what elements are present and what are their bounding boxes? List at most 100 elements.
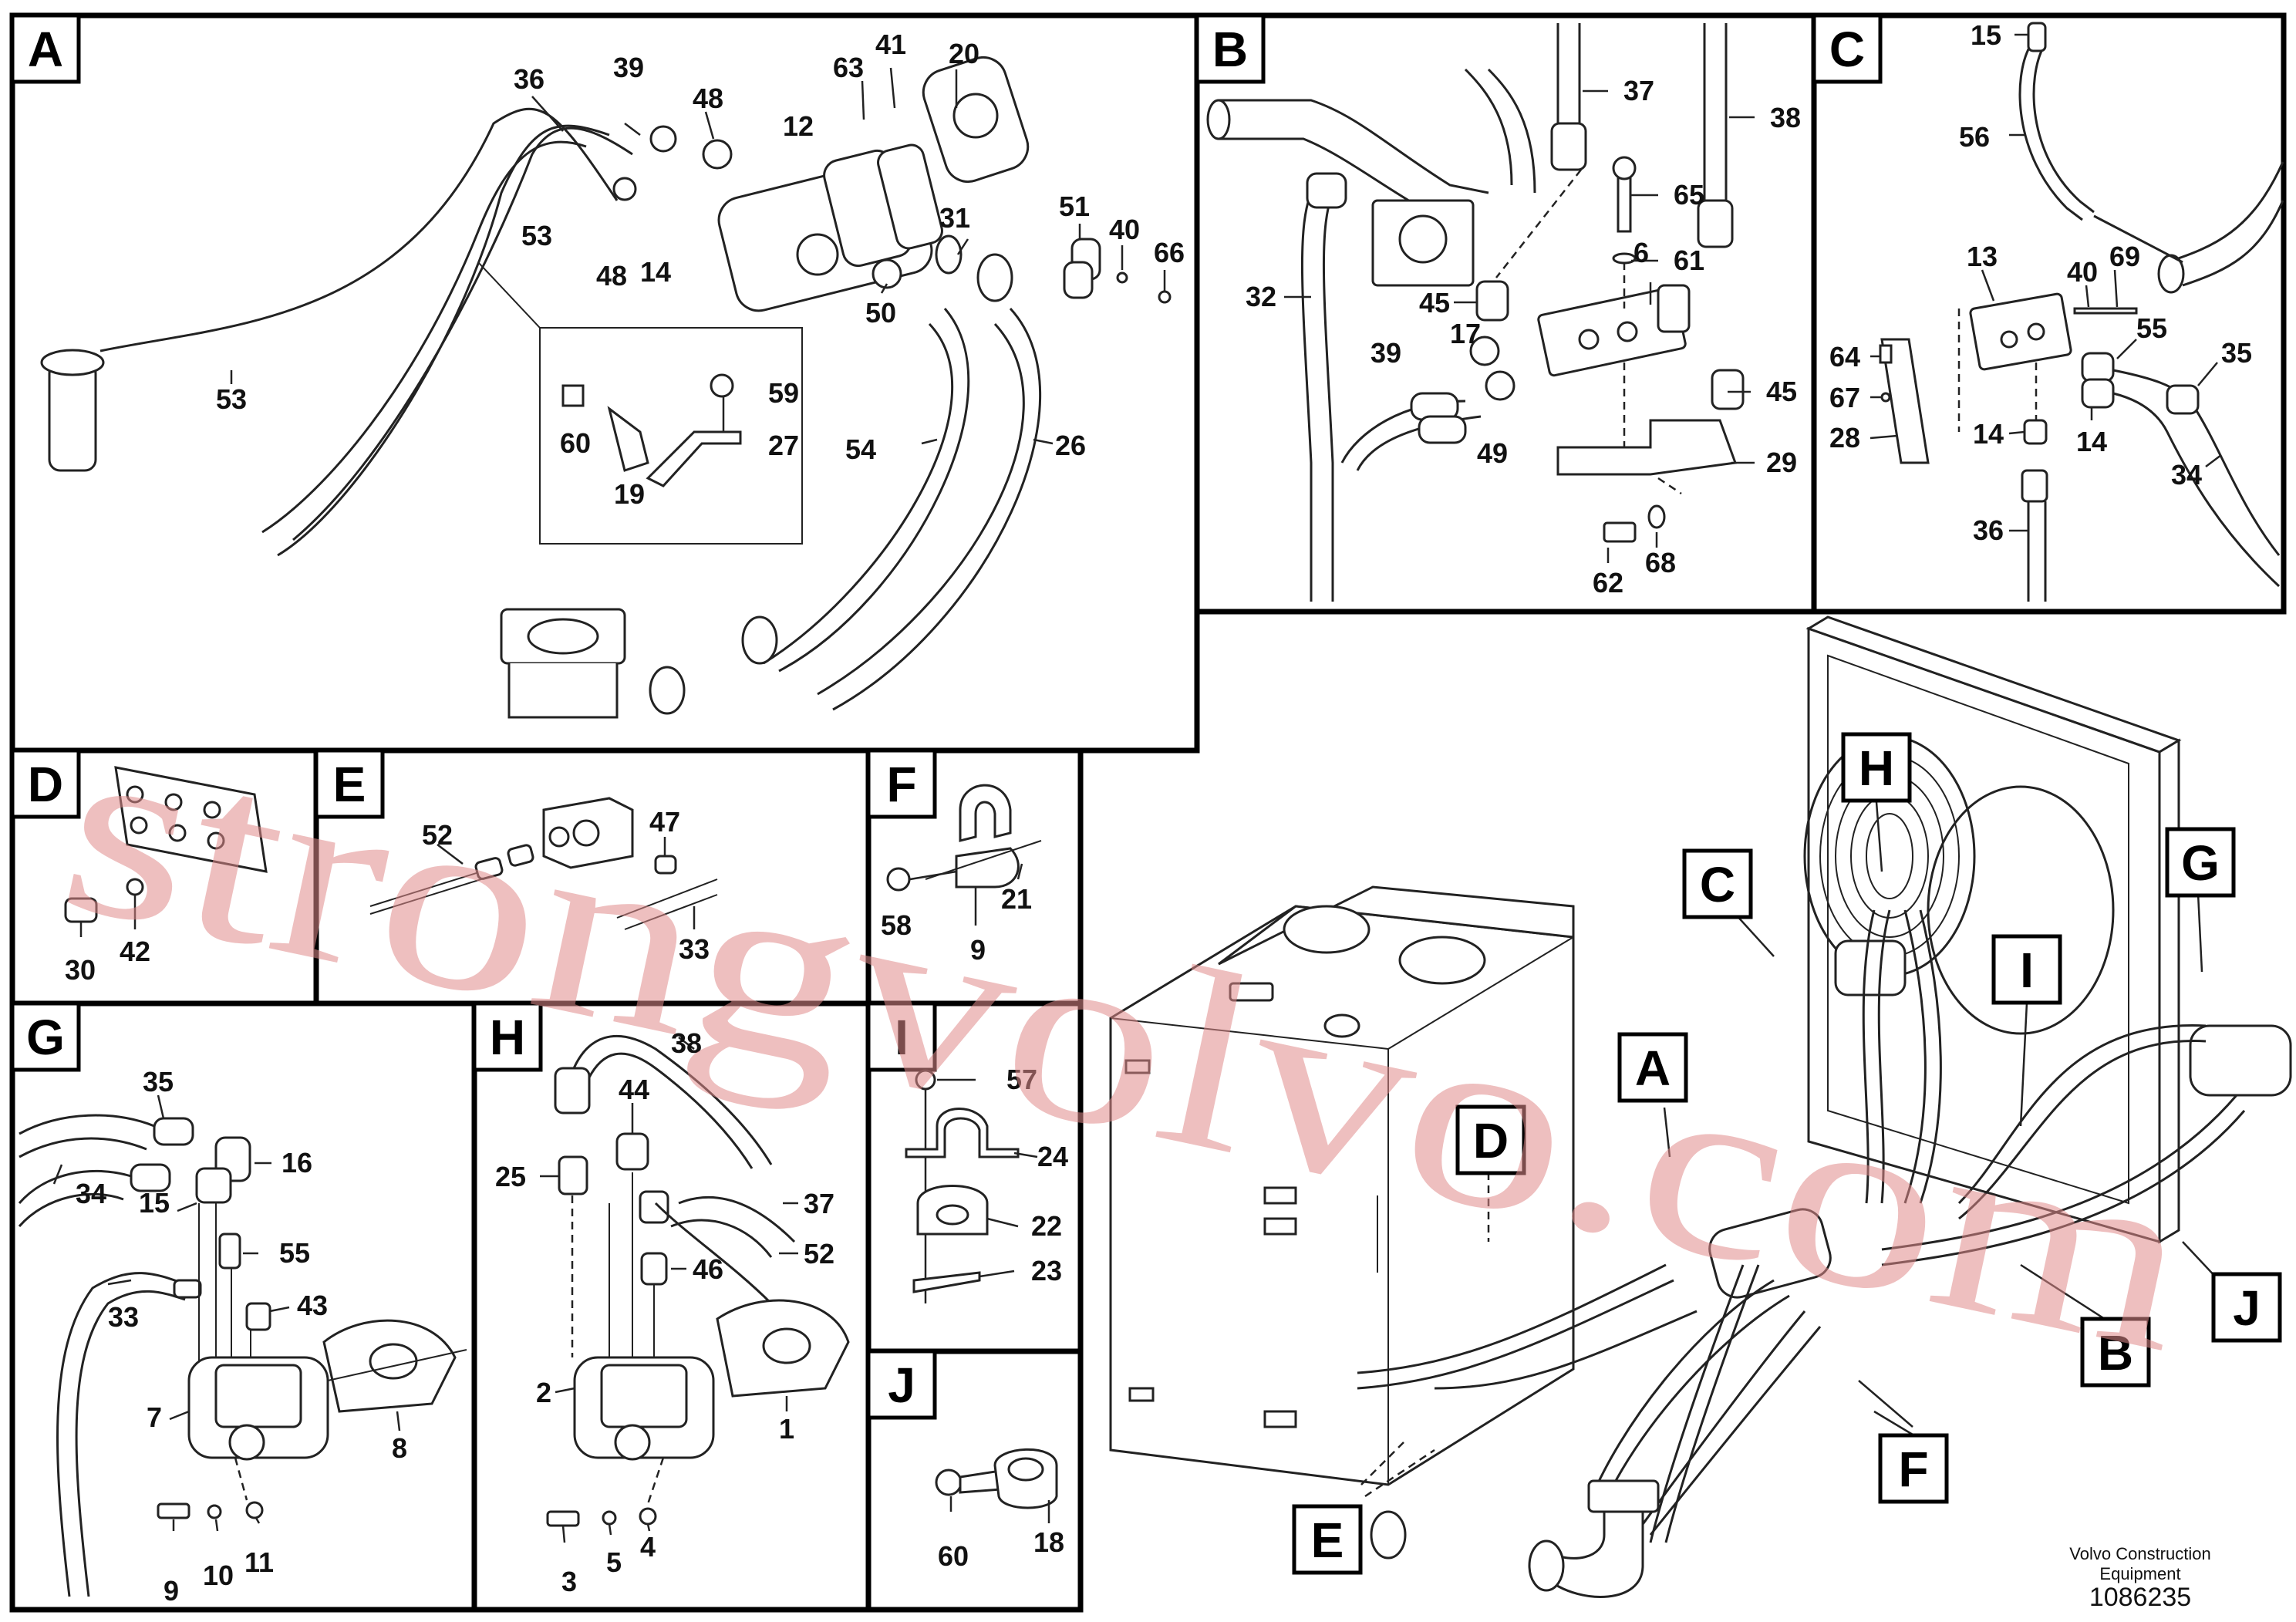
callout-j-18: 18 [1033,1526,1064,1558]
callout-a-51: 51 [1059,191,1090,222]
callout-j-60: 60 [938,1540,969,1572]
callout-d-42: 42 [120,936,150,967]
panel-c: C [1812,13,2284,602]
marker-e: E [1311,1512,1344,1568]
panel-frames [9,12,2287,1613]
panel-d: D 30 42 [10,748,268,986]
callout-b-68: 68 [1645,547,1676,578]
callout-a-36: 36 [514,63,544,95]
callout-a-53-top: 53 [521,220,552,251]
callout-c-14-left: 14 [1973,418,2004,450]
callout-b-37: 37 [1623,75,1654,106]
panel-letter-a: A [28,22,63,77]
doc-number: 1086235 [2089,1583,2191,1612]
callout-a-31: 31 [939,202,970,234]
callout-g-35: 35 [143,1066,174,1098]
callout-h-2: 2 [536,1377,551,1408]
callout-a-54: 54 [845,433,876,465]
panel-j: J 60 18 [866,1349,1064,1572]
callout-a-50: 50 [865,297,896,329]
callout-a-39: 39 [613,52,644,83]
callout-b-6: 6 [1633,237,1649,268]
panel-h: H 38 44 [472,1001,850,1597]
callout-i-57: 57 [1006,1064,1037,1095]
panel-letter-f: F [886,757,916,812]
panel-a: A [10,13,1185,719]
callout-a-40: 40 [1109,214,1140,245]
callout-b-62: 62 [1593,567,1623,599]
callout-h-25: 25 [495,1161,526,1192]
callout-h-5: 5 [606,1546,622,1578]
callout-c-15: 15 [1971,19,2001,51]
marker-a: A [1635,1040,1671,1096]
callout-g-55: 55 [279,1237,310,1269]
callout-a-66: 66 [1154,237,1185,268]
callout-c-67: 67 [1829,382,1860,413]
panel-b: B [1195,13,1801,602]
callout-b-61: 61 [1674,244,1704,276]
callout-a-63: 63 [833,52,864,83]
callout-g-7: 7 [147,1401,162,1433]
callout-h-1: 1 [779,1413,794,1445]
callout-a-60: 60 [560,427,591,459]
callout-c-64: 64 [1829,341,1860,373]
callout-b-45-left: 45 [1419,287,1450,319]
callout-c-40: 40 [2067,256,2098,288]
callout-a-48-top: 48 [693,83,723,114]
callout-h-46: 46 [693,1253,723,1285]
callout-a-41: 41 [875,29,906,60]
callout-g-11: 11 [244,1546,274,1578]
callout-g-15: 15 [139,1187,170,1219]
callout-b-45-right: 45 [1766,376,1797,407]
callout-i-24: 24 [1037,1141,1068,1172]
callout-g-34: 34 [76,1178,106,1209]
panel-letter-d: D [28,757,63,812]
callout-g-43: 43 [297,1290,328,1321]
marker-g: G [2181,835,2220,891]
callout-c-36: 36 [1973,514,2004,546]
overview-markers: H C G I A D B J F E [1292,732,2282,1575]
callout-e-47: 47 [649,806,680,838]
callout-b-32: 32 [1246,281,1276,312]
panel-g: G [10,1001,467,1607]
callout-h-4: 4 [640,1531,656,1563]
panel-letter-c: C [1829,22,1865,77]
callout-g-10: 10 [203,1560,234,1591]
callout-a-48-bottom: 48 [596,260,627,292]
callout-a-20: 20 [949,38,979,69]
callout-d-30: 30 [65,954,96,986]
callout-a-59: 59 [768,377,799,409]
callout-c-13: 13 [1967,241,1998,272]
marker-b: B [2098,1325,2133,1381]
callout-a-26: 26 [1055,430,1086,461]
marker-j: J [2233,1280,2261,1336]
callout-a-53-bottom: 53 [216,383,247,415]
callout-e-52: 52 [422,819,453,851]
marker-h: H [1859,740,1894,796]
panel-letter-i: I [895,1010,909,1065]
callout-a-27: 27 [768,430,799,461]
marker-i: I [2020,943,2034,998]
panel-letter-h: H [490,1010,525,1065]
callout-g-9: 9 [164,1575,179,1607]
marker-d: D [1473,1113,1509,1168]
callout-b-39: 39 [1371,337,1401,369]
callout-b-29: 29 [1766,447,1797,478]
callout-h-38: 38 [671,1027,702,1059]
callout-c-35: 35 [2221,337,2252,369]
marker-f: F [1898,1442,1928,1497]
callout-c-69: 69 [2109,241,2140,272]
marker-c: C [1700,857,1735,912]
callout-a-12: 12 [783,110,814,142]
panel-f: F 58 21 9 [866,748,1042,966]
callout-g-33: 33 [108,1301,139,1333]
callout-f-58: 58 [881,909,912,941]
panel-letter-g: G [26,1010,65,1065]
callout-c-34: 34 [2171,459,2202,491]
callout-c-14-right: 14 [2076,426,2107,457]
callout-b-38: 38 [1770,102,1801,133]
callout-h-3: 3 [561,1566,577,1597]
panel-letter-j: J [888,1357,915,1413]
